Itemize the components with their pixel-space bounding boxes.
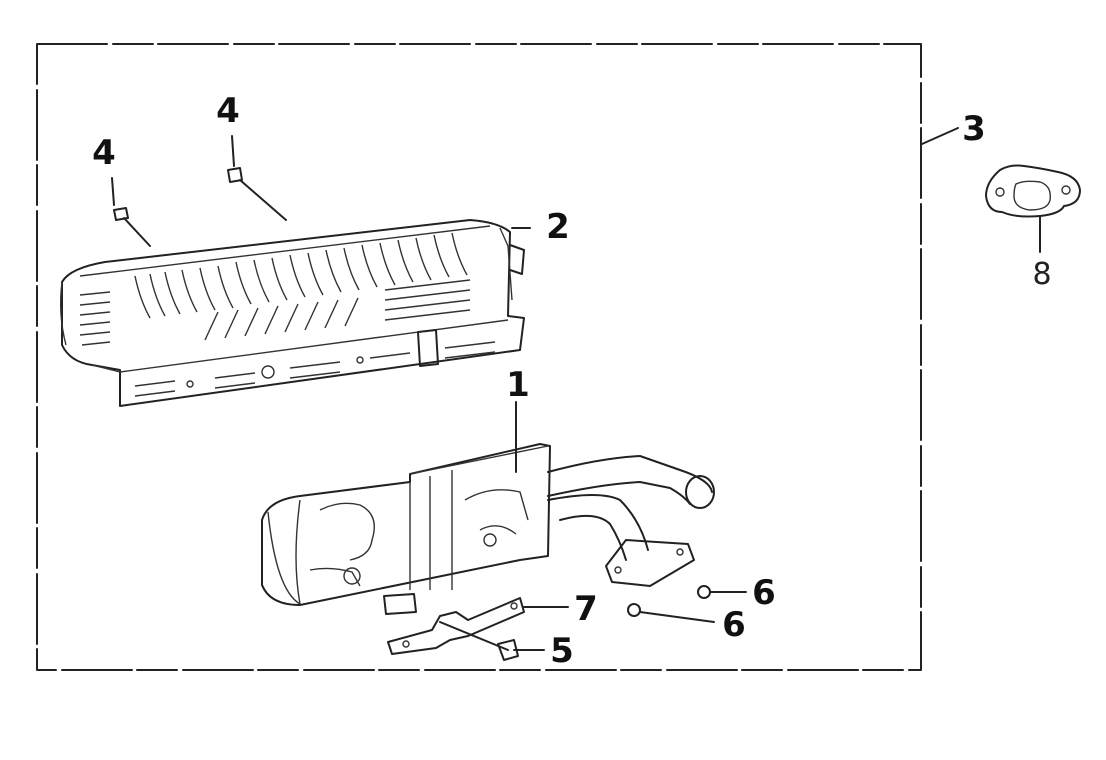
- callout-bolt-right: 4: [216, 91, 240, 131]
- heat-shield-bolt-left[interactable]: [113, 207, 151, 247]
- leader-lines: [111, 127, 1041, 651]
- bracket-bolt[interactable]: [439, 621, 519, 661]
- callout-nut-lower: 6: [722, 605, 746, 645]
- callout-muffler: 1: [506, 365, 530, 405]
- muffler-bracket[interactable]: [383, 593, 525, 655]
- heat-shield[interactable]: [59, 219, 525, 407]
- callout-bracket-bolt: 5: [550, 631, 574, 671]
- flange-nut-lower[interactable]: [627, 603, 641, 617]
- callout-heat-shield: 2: [546, 207, 570, 247]
- callout-bolt-left: 4: [92, 133, 116, 173]
- muffler[interactable]: [261, 443, 715, 606]
- exhaust-gasket[interactable]: [985, 164, 1081, 218]
- heat-shield-bolt-right[interactable]: [227, 167, 287, 221]
- callout-assembly: 3: [962, 109, 986, 149]
- flange-nut-upper[interactable]: [697, 585, 711, 599]
- callout-gasket: 8: [1032, 257, 1051, 292]
- callout-bracket: 7: [574, 589, 598, 629]
- callout-nut-upper: 6: [752, 573, 776, 613]
- assembly-frame: [36, 43, 922, 671]
